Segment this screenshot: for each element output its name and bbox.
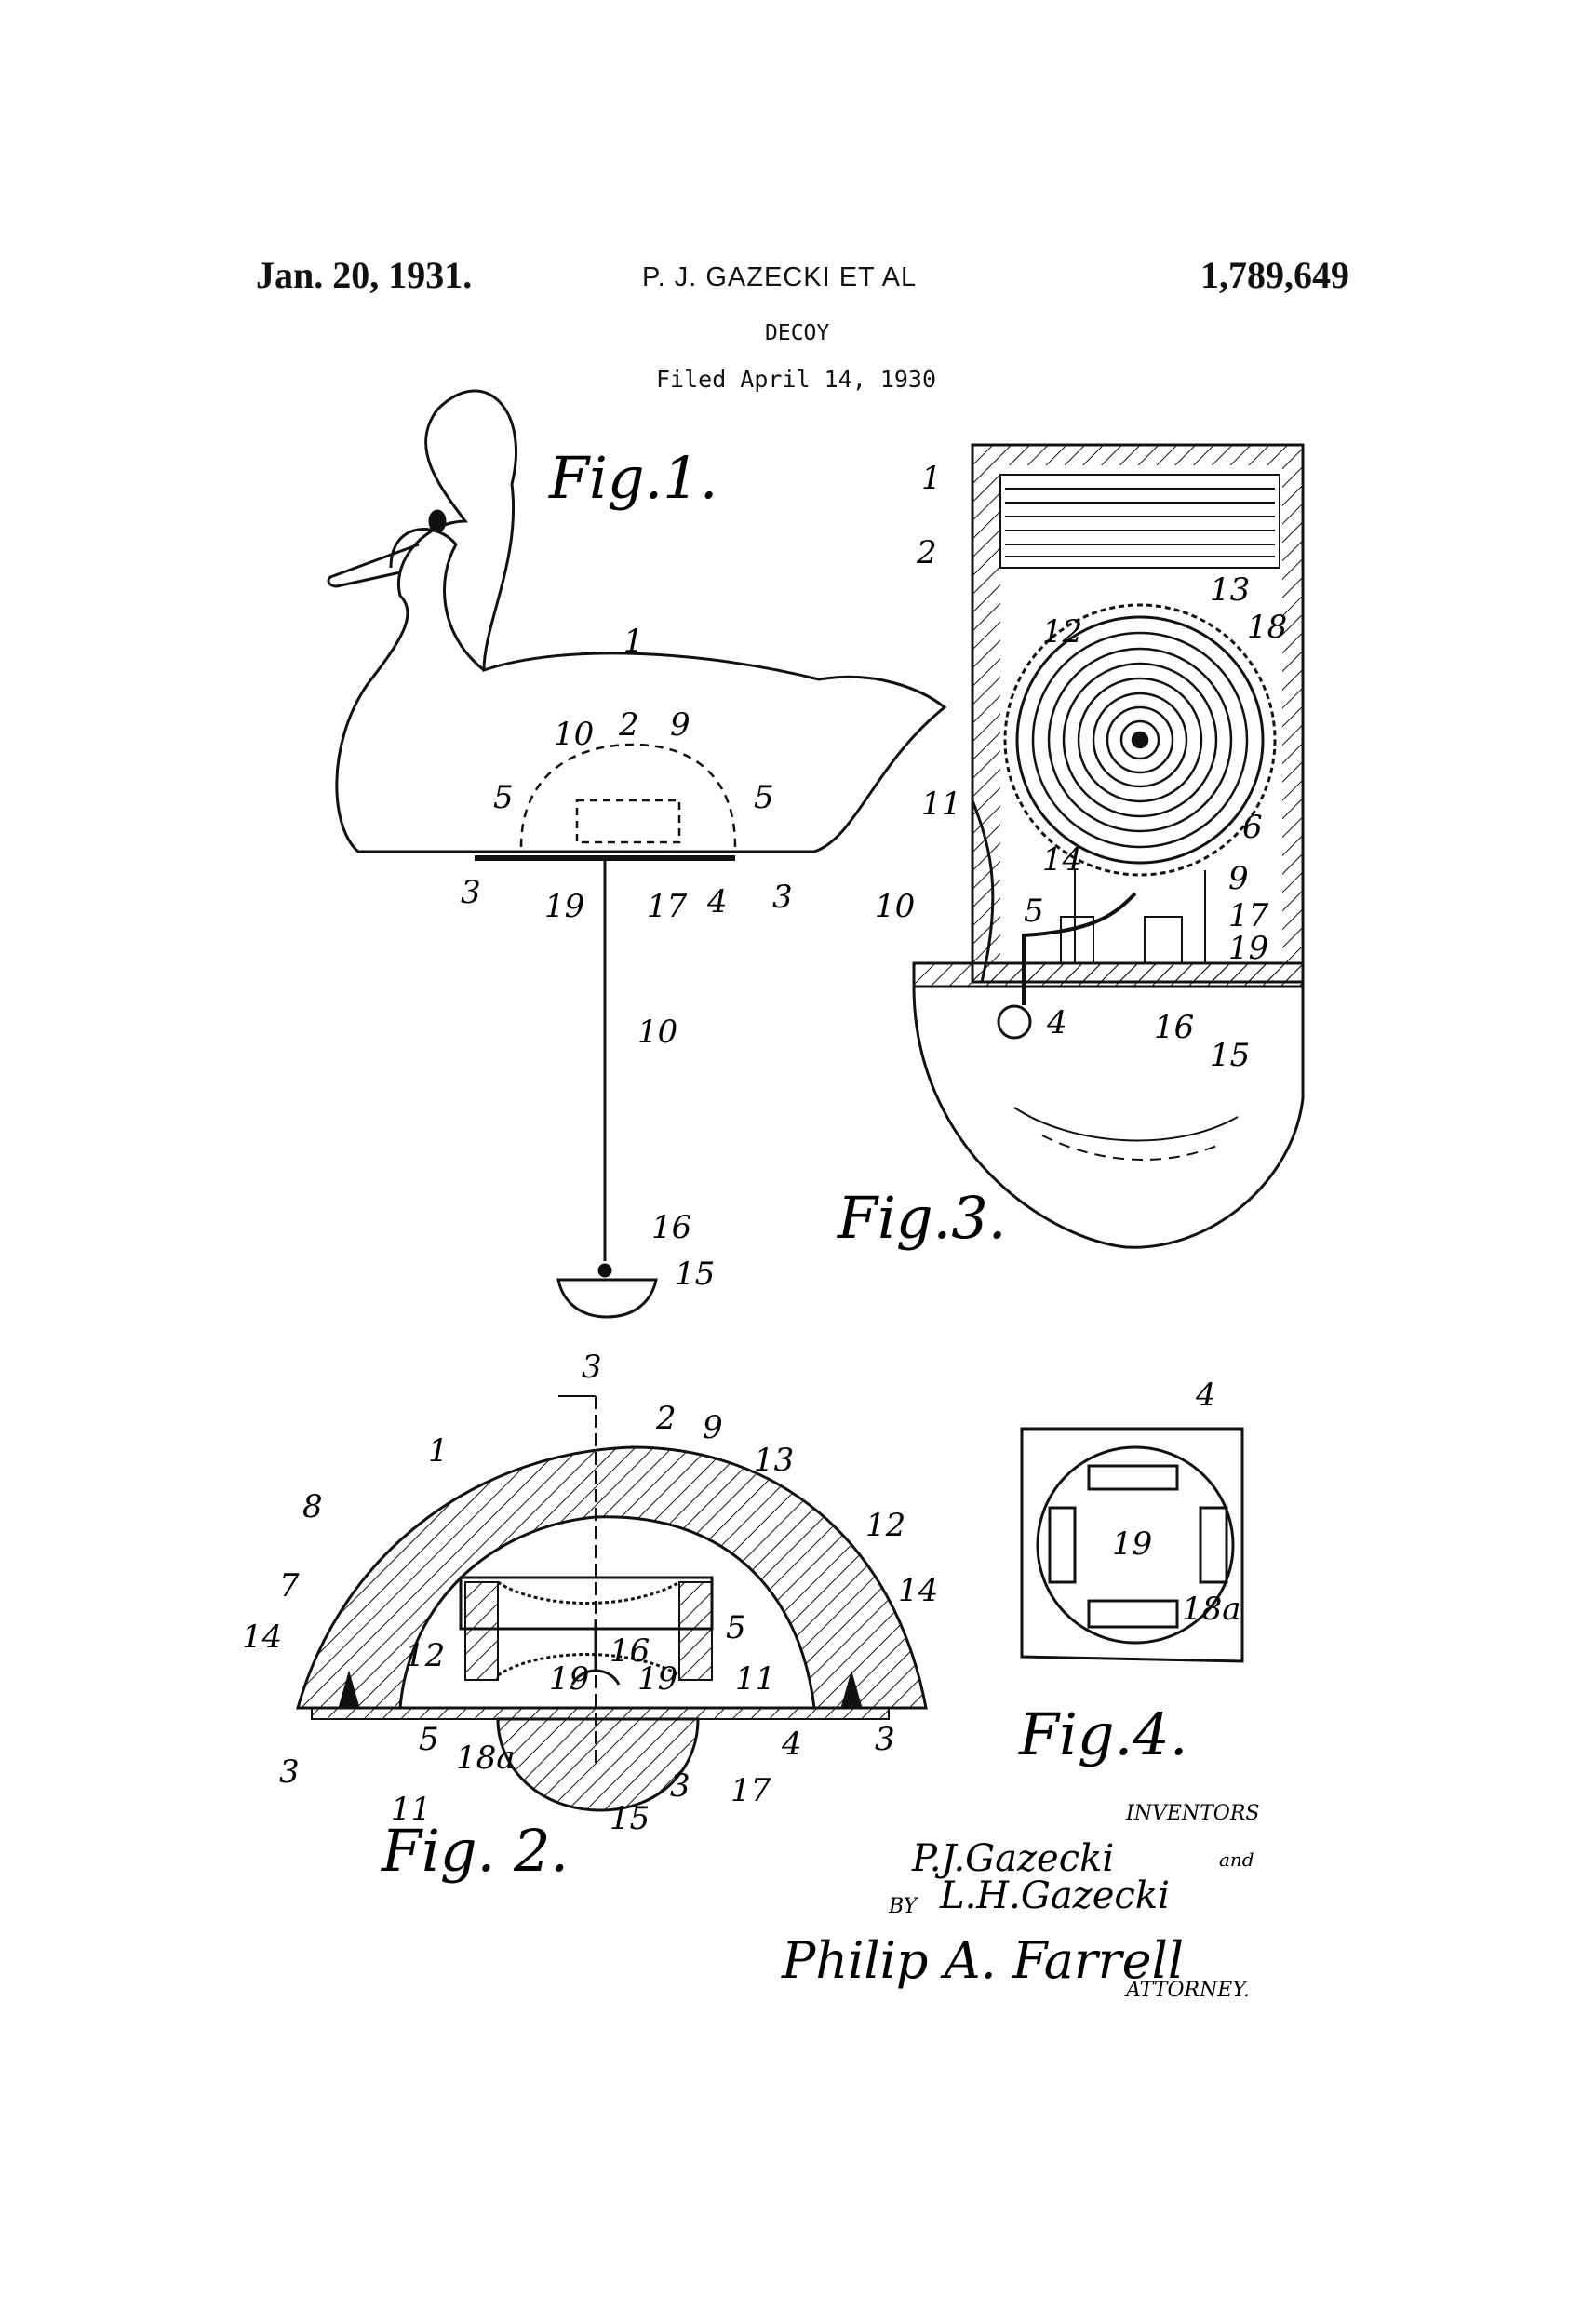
fig4-label: Fig.4. — [1018, 1700, 1187, 1768]
patent-date: Jan. 20, 1931. — [256, 254, 473, 296]
fig3-weight — [912, 985, 1305, 1249]
fig3-num-1: 1 — [921, 460, 942, 497]
fig4-num-4: 4 — [1195, 1377, 1216, 1414]
fig3-reference-numerals: 1 2 12 13 18 11 6 14 9 10 5 17 19 4 16 1… — [875, 460, 1287, 1074]
fig3-num-15: 15 — [1210, 1037, 1250, 1074]
fig2-reference-numerals: 3 1 2 9 13 8 12 7 14 14 12 5 19 19 16 11… — [242, 1349, 938, 1837]
fig2-num-11: 11 — [735, 1660, 775, 1698]
fig3-num-9: 9 — [1228, 860, 1249, 897]
signature-block: INVENTORS P.J.Gazecki and BY L.H.Gazecki… — [781, 1802, 1259, 2002]
fig3-num-18: 18 — [1247, 609, 1287, 646]
patent-subject: DECOY — [765, 321, 830, 345]
fig2-num-16: 16 — [610, 1632, 650, 1670]
patent-inventors: P. J. GAZECKI ET AL — [642, 262, 918, 292]
fig1-num-5b: 5 — [754, 779, 774, 816]
fig2-num-5a: 5 — [419, 1721, 439, 1758]
fig3-section-view — [912, 443, 1305, 1249]
fig3-num-2: 2 — [916, 534, 937, 571]
fig1-num-16: 16 — [651, 1209, 691, 1246]
fig2-section-view — [296, 1395, 928, 1812]
fig1-reference-numerals: 1 10 2 9 5 5 3 19 17 4 3 10 16 15 — [461, 623, 793, 1293]
fig3-num-5: 5 — [1024, 893, 1044, 930]
fig1-num-5a: 5 — [493, 779, 514, 816]
fig3-num-13: 13 — [1210, 571, 1250, 609]
fig3-num-14: 14 — [1042, 841, 1082, 879]
fig4-num-19: 19 — [1112, 1525, 1152, 1563]
fig4-num-18a: 18a — [1182, 1591, 1241, 1628]
fig2-num-13: 13 — [754, 1442, 794, 1479]
fig2-num-4: 4 — [781, 1726, 802, 1763]
fig3-label: Fig.3. — [837, 1184, 1006, 1252]
fig1-num-10: 10 — [554, 716, 594, 753]
fig1-num-3b: 3 — [772, 879, 793, 916]
fig1-num-10b: 10 — [637, 1014, 677, 1051]
by-label: BY — [888, 1895, 919, 1918]
inventor2-signature: L.H.Gazecki — [939, 1874, 1170, 1917]
fig1-num-4: 4 — [706, 883, 728, 920]
duck-body-outline — [335, 389, 947, 853]
patent-number: 1,789,649 — [1200, 254, 1349, 296]
duck-head-neck — [389, 528, 485, 672]
fig4-reference-numerals: 4 19 18a — [1112, 1377, 1241, 1628]
attorney-label: ATTORNEY. — [1124, 1979, 1250, 2002]
fig2-weight — [496, 1717, 700, 1812]
fig1-num-9: 9 — [670, 706, 690, 744]
fig2-num-8: 8 — [302, 1488, 323, 1525]
fig3-num-10: 10 — [875, 888, 915, 925]
fig2-num-2: 2 — [655, 1400, 677, 1437]
fig4-plan-view — [1020, 1427, 1244, 1663]
inventor1-signature: P.J.Gazecki — [911, 1837, 1114, 1880]
fig2-num-14a: 14 — [242, 1619, 282, 1656]
inventors-label: INVENTORS — [1125, 1802, 1259, 1825]
duck-bill — [327, 543, 420, 588]
fig1-duck-view — [327, 389, 947, 1319]
fig1-num-17: 17 — [647, 888, 688, 925]
fig2-num-3a: 3 — [279, 1753, 300, 1791]
fig1-num-15: 15 — [675, 1256, 715, 1293]
fig2-num-17: 17 — [731, 1772, 771, 1809]
fig3-num-6: 6 — [1242, 809, 1263, 846]
fig1-num-19: 19 — [544, 888, 584, 925]
fig2-label: Fig. 2. — [381, 1817, 569, 1885]
fig3-num-19: 19 — [1228, 930, 1268, 967]
duck-eye — [428, 509, 447, 533]
fig2-num-3c: 3 — [875, 1721, 895, 1758]
fig1-num-2: 2 — [618, 706, 639, 744]
fig2-num-5b: 5 — [726, 1609, 746, 1646]
fig2-num-3b: 3 — [670, 1767, 690, 1805]
fig1-label: Fig.1. — [548, 444, 717, 512]
fig3-num-4: 4 — [1046, 1004, 1067, 1041]
fig3-num-12: 12 — [1042, 613, 1082, 651]
fig2-num-12b: 12 — [405, 1637, 445, 1674]
fig1-num-3a: 3 — [461, 874, 481, 911]
fig2-num-11b: 11 — [391, 1791, 431, 1828]
fig2-num-9: 9 — [703, 1409, 723, 1446]
fig2-num-15: 15 — [610, 1800, 650, 1837]
fig3-num-17: 17 — [1228, 897, 1269, 934]
fig2-num-3top: 3 — [582, 1349, 602, 1386]
attorney-signature: Philip A. Farrell — [781, 1931, 1184, 1990]
filed-date: Filed April 14, 1930 — [656, 366, 937, 393]
fig2-num-18a: 18a — [456, 1740, 516, 1777]
fig3-gear — [1003, 603, 1277, 877]
fig2-num-7: 7 — [279, 1567, 300, 1605]
and-word: and — [1219, 1848, 1254, 1871]
fig2-num-19a: 19 — [549, 1660, 589, 1698]
fig2-num-14b: 14 — [898, 1572, 938, 1609]
fig2-num-19b: 19 — [637, 1660, 677, 1698]
fig2-num-12: 12 — [865, 1507, 905, 1544]
fig2-num-1: 1 — [428, 1432, 449, 1470]
fig1-num-1: 1 — [623, 623, 644, 660]
fig3-num-11: 11 — [921, 786, 961, 823]
fig1-weight — [556, 1278, 658, 1319]
fig3-num-16: 16 — [1154, 1009, 1194, 1046]
fig3-spiral-spring — [1031, 631, 1249, 849]
